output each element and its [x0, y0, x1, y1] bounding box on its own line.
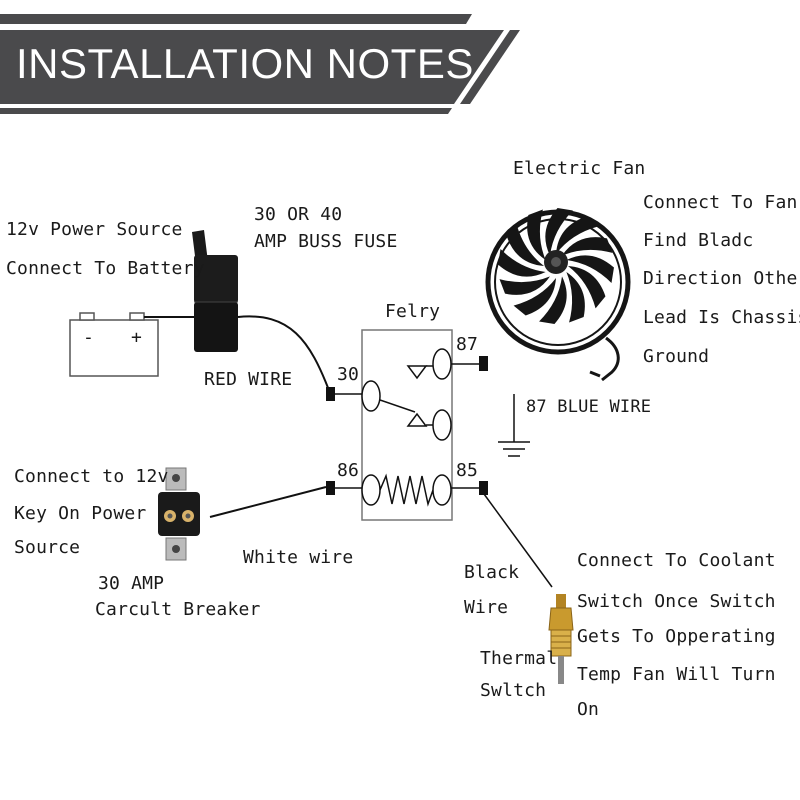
key-power-line3: Source — [14, 537, 81, 558]
thermal-switch-line2: Swltch — [480, 680, 547, 701]
fan-blade — [562, 237, 613, 256]
thermal-switch-line1: Thermal — [480, 648, 558, 669]
coolant-note-line4: Temp Fan Will Turn — [577, 664, 776, 685]
electric-fan-label: Electric Fan — [513, 158, 646, 179]
fan-icon — [485, 208, 631, 382]
connect-battery-label: Connect To Battery — [6, 258, 205, 279]
fan-note-line5: Ground — [643, 346, 710, 367]
breaker-rating-label: 30 AMP — [98, 573, 165, 594]
fan-blade — [506, 223, 544, 266]
fuse-icon — [192, 230, 238, 352]
fan-blade — [539, 276, 567, 324]
coolant-note-line2: Switch Once Switch — [577, 591, 776, 612]
fan-note-line4: Lead Is Chassis — [643, 307, 800, 328]
fan-blade — [527, 209, 546, 260]
pin-85-label: 85 — [456, 460, 479, 481]
circuit-breaker-icon — [158, 467, 200, 561]
pin-30-label: 30 — [337, 364, 360, 385]
thermal-switch-icon — [548, 594, 574, 684]
fan-note-line1: Connect To Fan — [643, 192, 798, 213]
fan-blade — [556, 216, 599, 254]
banner-title: INSTALLATION NOTES — [16, 40, 474, 87]
relay-label: Felry — [385, 301, 441, 322]
fan-note-line2: Find Bladc — [643, 230, 754, 251]
key-power-line2: Key On Power — [14, 503, 147, 524]
battery-plus-label: + — [131, 327, 143, 348]
black-wire-line2: Wire — [464, 597, 509, 618]
battery-minus-label: - — [83, 327, 95, 348]
fan-blade — [566, 255, 614, 283]
fan-blade — [568, 266, 606, 309]
fan-note-line3: Direction Other — [643, 268, 800, 289]
blue-wire-label: 87 BLUE WIRE — [526, 397, 652, 417]
ground-icon — [498, 394, 530, 457]
pin-86-label: 86 — [337, 460, 360, 481]
fan-blade — [513, 278, 556, 316]
fan-blade — [498, 249, 546, 277]
red-wire-label: RED WIRE — [204, 369, 293, 390]
relay-icon — [326, 329, 488, 521]
fan-blade — [545, 208, 573, 256]
fuse-rating-label: 30 OR 40 — [254, 204, 343, 225]
key-power-line1: Connect to 12v — [14, 466, 169, 487]
pin-87-label: 87 — [456, 334, 479, 355]
white-wire-label: White wire — [243, 547, 354, 568]
black-wire-line1: Black — [464, 562, 520, 583]
coolant-note-line5: On — [577, 699, 600, 720]
banner-graphic — [0, 14, 520, 114]
power-source-label: 12v Power Source — [6, 219, 183, 240]
fuse-type-label: AMP BUSS FUSE — [254, 231, 398, 252]
fan-blade — [566, 272, 585, 323]
coolant-note-line1: Connect To Coolant — [577, 550, 776, 571]
breaker-name-label: Carcult Breaker — [95, 599, 261, 620]
coolant-note-line3: Gets To Opperating — [577, 626, 776, 647]
battery-icon — [69, 312, 159, 377]
fan-blade — [499, 276, 550, 295]
